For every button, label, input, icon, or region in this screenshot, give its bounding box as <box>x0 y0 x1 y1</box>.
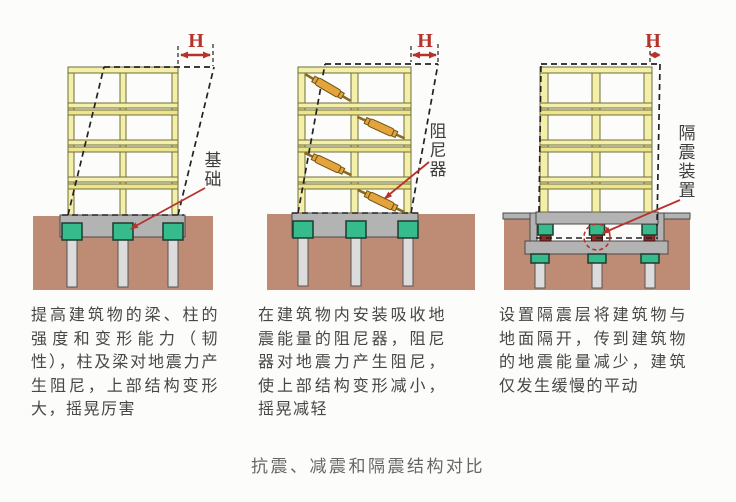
callout-arrow <box>601 199 681 234</box>
deformed-outline <box>536 63 661 239</box>
callout-arrow <box>384 161 430 200</box>
damper <box>303 73 406 214</box>
dimension-H: H <box>410 30 439 64</box>
pile-cap <box>530 253 660 264</box>
building-frame <box>67 66 179 216</box>
dimension-label-h: H <box>645 30 661 52</box>
deformed-outline <box>62 66 215 216</box>
callout-label-foundation: 基础 <box>204 151 222 189</box>
caption-seismic-resistant: 提高建筑物的梁、柱的强度和变形能力（韧性），柱及梁对地震力产生阻尼，上部结构变形… <box>31 307 219 418</box>
callout-label-damper: 阻尼器 <box>429 122 447 179</box>
building-frame <box>297 66 412 214</box>
dimension-H: H <box>177 30 214 66</box>
panel-isolation-figure: H <box>502 30 691 290</box>
pile-cap <box>292 220 419 239</box>
panel-damping-figure: H <box>267 30 475 290</box>
panel-seismic-resistant-figure: H <box>33 30 215 290</box>
dimension-H: H <box>645 30 661 62</box>
highlight-circle <box>583 223 611 251</box>
foundation-slab <box>524 240 669 255</box>
figure-title: 抗震、减震和隔震结构对比 <box>251 457 485 476</box>
pile-cap <box>61 222 184 241</box>
building-frame <box>539 66 653 213</box>
caption-damping: 在建筑物内安装吸收地震能量的阻尼器，阻尼器对地震力产生阻尼，使上部结构变形减小，… <box>258 307 446 418</box>
dimension-label-h: H <box>188 30 204 52</box>
deformed-outline <box>292 63 439 214</box>
caption-isolation: 设置隔震层将建筑物与地面隔开，传到建筑物的地震能量减少，建筑仅发生缓慢的平动 <box>499 307 687 395</box>
dimension-label-h: H <box>417 30 433 52</box>
callout-label-isolation-device: 隔震装置 <box>678 124 696 200</box>
callout-arrow <box>130 187 206 230</box>
